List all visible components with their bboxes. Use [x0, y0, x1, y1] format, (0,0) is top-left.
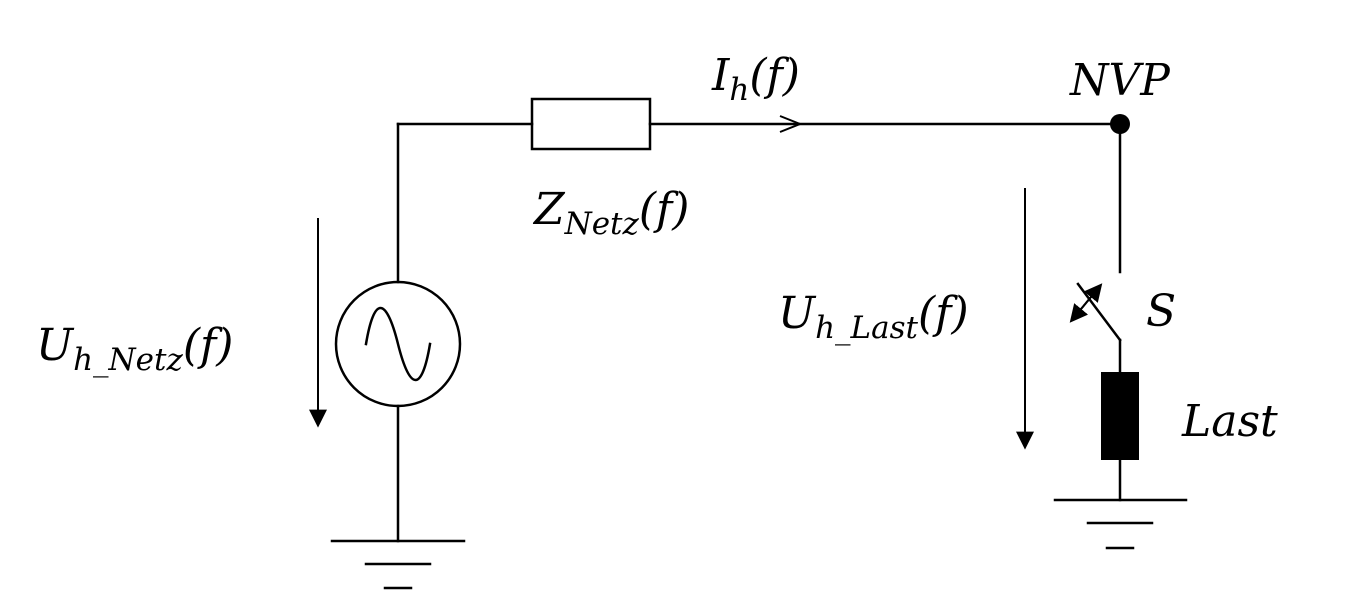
source-branch	[396, 122, 534, 543]
current-arrow-icon	[779, 115, 803, 133]
node-label: NVP	[1069, 55, 1171, 106]
ground-left-icon	[330, 539, 466, 590]
switch-label: S	[1146, 286, 1176, 337]
load-block	[1101, 372, 1139, 460]
ac-source-icon	[334, 280, 462, 408]
ground-right-icon	[1053, 498, 1188, 550]
impedance-label: ZNetz(f)	[532, 184, 689, 242]
impedance-resistor	[530, 97, 652, 151]
load-label: Last	[1181, 396, 1278, 447]
source-voltage-label: Uh_Netz(f)	[36, 320, 233, 378]
current-label: Ih(f)	[711, 50, 800, 108]
load-voltage-label: Uh_Last(f)	[778, 288, 969, 346]
switch-icon	[1069, 282, 1122, 342]
